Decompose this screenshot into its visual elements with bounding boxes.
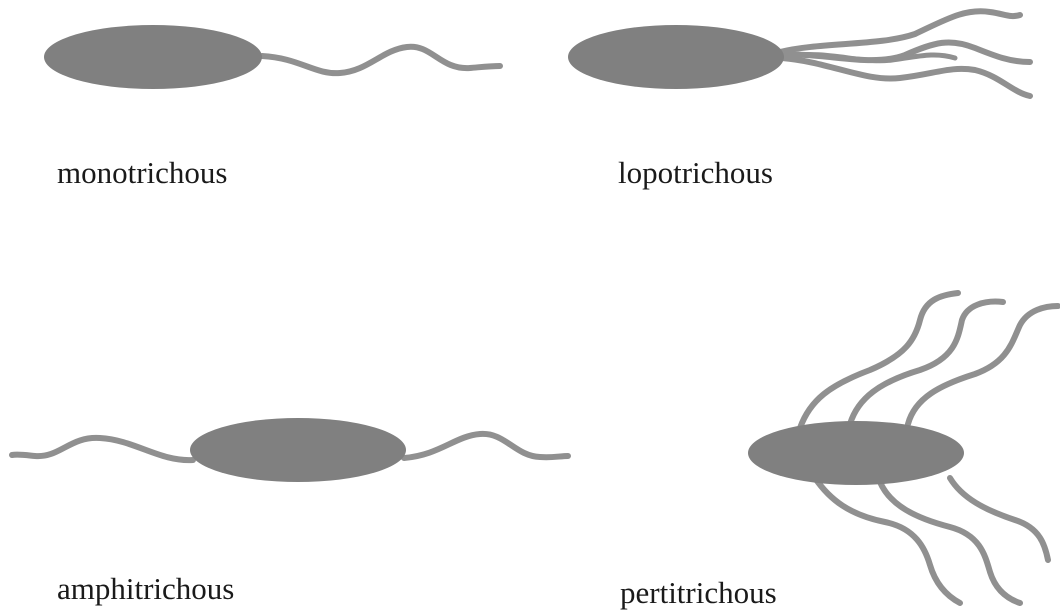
lopotrichous-cell-body	[568, 25, 784, 89]
peritrichous-flagellum	[850, 302, 1003, 424]
lopotrichous-label: lopotrichous	[618, 157, 773, 188]
peritrichous-flagellum	[950, 478, 1048, 560]
lopotrichous-flagellum	[782, 58, 1030, 96]
lopotrichous-flagellum	[780, 11, 1020, 52]
amphitrichous-bacterium	[12, 418, 568, 482]
monotrichous-bacterium	[44, 25, 500, 89]
peritrichous-bacterium	[748, 293, 1058, 603]
monotrichous-flagellum	[262, 47, 500, 73]
amphitrichous-flagellum-right	[404, 434, 568, 458]
peritrichous-label: pertitrichous	[620, 577, 777, 608]
amphitrichous-cell-body	[190, 418, 406, 482]
amphitrichous-label: amphitrichous	[57, 573, 234, 604]
monotrichous-cell-body	[44, 25, 262, 89]
peritrichous-flagellum	[880, 482, 1020, 603]
peritrichous-cell-body	[748, 421, 964, 485]
monotrichous-label: monotrichous	[57, 157, 228, 188]
amphitrichous-flagellum-left	[12, 438, 193, 460]
lopotrichous-bacterium	[568, 11, 1030, 96]
